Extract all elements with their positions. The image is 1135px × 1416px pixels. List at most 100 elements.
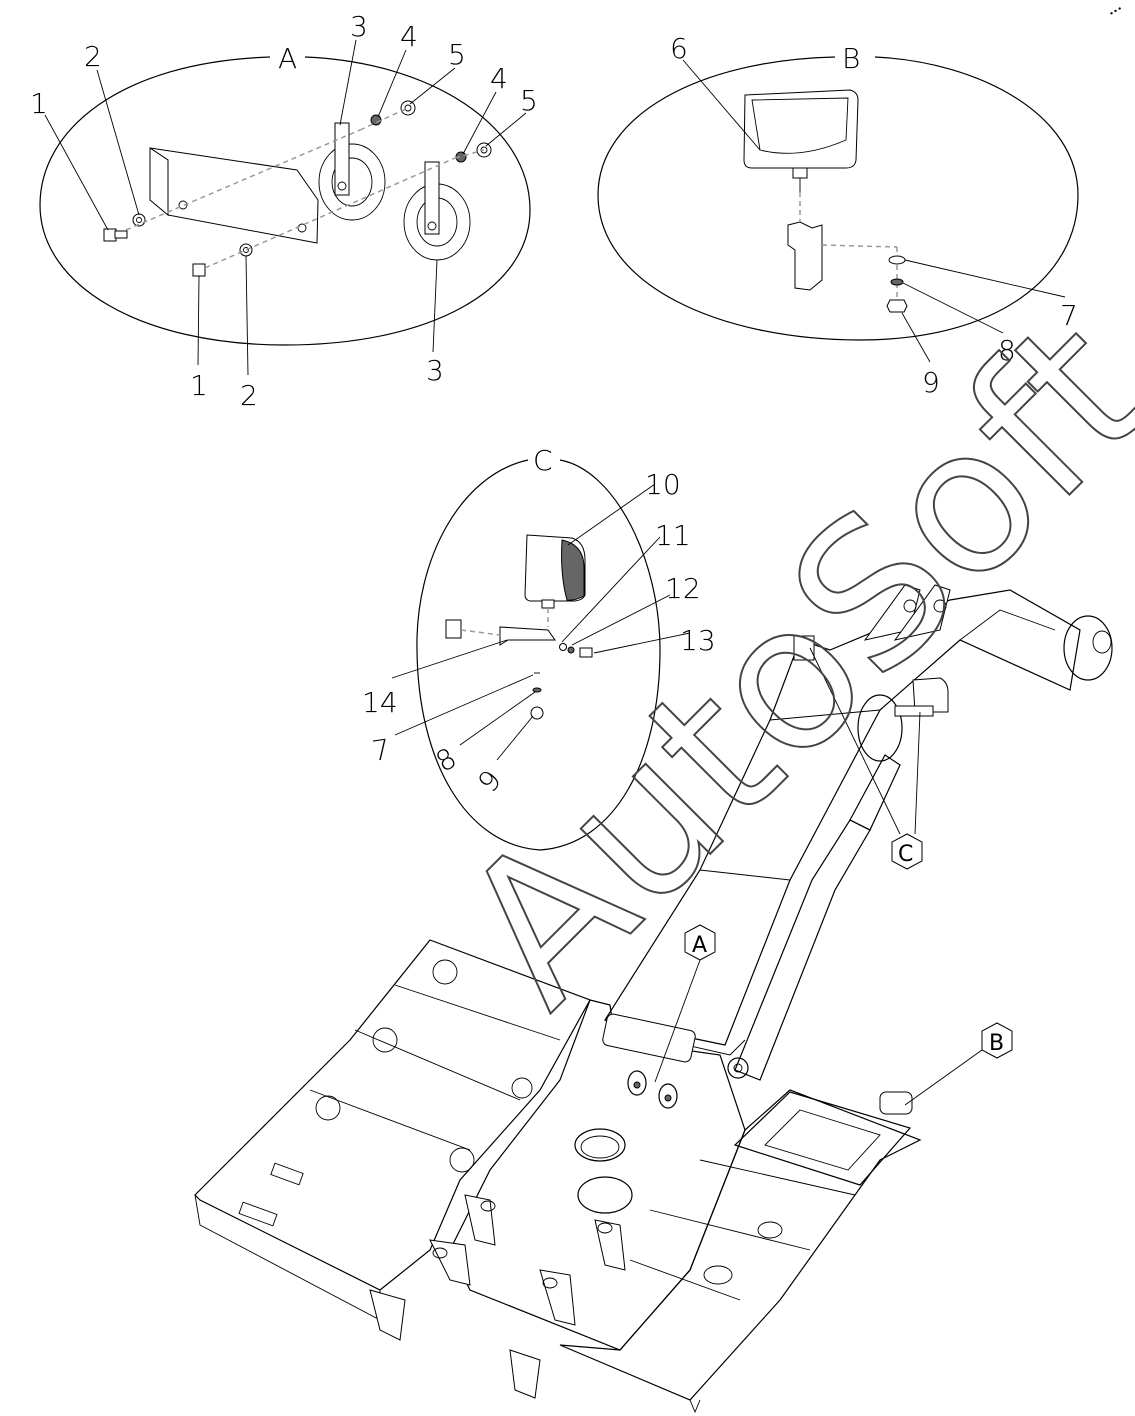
label-11: 11 xyxy=(655,519,691,552)
leader-line xyxy=(394,674,534,736)
horn-bracket xyxy=(334,122,350,196)
leader-line xyxy=(409,67,456,105)
callout-c-letter: C xyxy=(898,842,913,867)
chassis-horn xyxy=(627,1070,647,1096)
washer xyxy=(559,643,567,651)
deck-hole xyxy=(432,959,458,985)
cylinder-rod xyxy=(849,754,901,831)
callout-a-letter: A xyxy=(692,933,707,958)
deck-hole xyxy=(449,1147,475,1173)
boom-edge xyxy=(699,869,791,881)
detail-b: B 6 7 8 9 xyxy=(597,32,1079,399)
track-leg xyxy=(429,1239,471,1286)
horn-bracket xyxy=(424,161,440,235)
boom xyxy=(604,589,1081,1046)
left-deck xyxy=(194,939,591,1291)
nut xyxy=(530,706,544,720)
deck-hole xyxy=(757,1221,783,1239)
assembly-line xyxy=(460,629,501,636)
leg-pin-hole xyxy=(432,1247,448,1259)
label-5: 5 xyxy=(520,84,538,117)
detail-c-letter: C xyxy=(533,444,553,477)
leader-line xyxy=(96,69,140,216)
leg-pin-hole xyxy=(480,1200,496,1212)
cylinder-pin xyxy=(727,1057,749,1079)
label-13: 13 xyxy=(680,624,716,657)
leader-line xyxy=(904,259,1066,298)
detail-b-ellipse xyxy=(597,56,1079,341)
leader-line xyxy=(245,255,249,376)
nut xyxy=(404,104,412,112)
leader-line xyxy=(432,259,438,353)
deck-rail xyxy=(649,1209,811,1251)
label-14: 14 xyxy=(362,686,398,719)
lamp-bracket xyxy=(787,221,823,291)
washer xyxy=(136,217,142,223)
work-lamp-stem xyxy=(541,599,555,609)
boom-pivot xyxy=(1063,615,1113,681)
assembly-line xyxy=(125,129,361,231)
label-1: 1 xyxy=(190,369,208,402)
leader-line xyxy=(485,112,527,147)
deck-rail xyxy=(699,1159,856,1196)
label-8: 8 xyxy=(430,741,462,778)
deck-rail xyxy=(629,1259,741,1301)
horn-bracket-hole xyxy=(337,181,347,191)
left-deck-rib xyxy=(354,1029,521,1101)
detail-c-ellipse xyxy=(416,459,661,851)
callout-c: C xyxy=(809,647,923,870)
deck-slot xyxy=(238,1201,278,1227)
leader-line xyxy=(567,483,656,546)
boom-lug-hole xyxy=(903,599,917,613)
lock-washer xyxy=(532,687,542,693)
label-9: 9 xyxy=(471,764,508,799)
label-12: 12 xyxy=(665,572,701,605)
left-deck-edge xyxy=(194,1194,381,1321)
leader-line xyxy=(571,594,671,646)
washer xyxy=(243,247,249,253)
label-7: 7 xyxy=(1060,299,1078,332)
assembly-line xyxy=(359,107,409,131)
work-lamp-lens xyxy=(561,539,585,601)
leader-line xyxy=(44,114,109,231)
label-2: 2 xyxy=(240,379,258,412)
leg-pin-hole xyxy=(597,1222,613,1234)
chassis-horn xyxy=(658,1083,678,1109)
work-lamp-stem xyxy=(792,167,808,179)
center-hole xyxy=(577,1176,633,1214)
battery-box xyxy=(733,1091,912,1186)
swing-bearing-hole xyxy=(574,1128,626,1162)
leader-line xyxy=(902,282,1004,334)
corner-mark: ••• xyxy=(1107,4,1124,19)
leader-line xyxy=(391,639,508,679)
callout-b-letter: B xyxy=(989,1031,1004,1056)
label-8: 8 xyxy=(998,334,1016,367)
leg-pin-hole xyxy=(542,1277,558,1289)
detail-c: C 10 11 12 13 14 7 8 9 xyxy=(362,444,716,851)
label-2: 2 xyxy=(84,40,102,73)
detail-a-letter: A xyxy=(278,42,297,75)
boom-lamp-bracket xyxy=(894,705,934,717)
deck-slot xyxy=(270,1162,304,1186)
plate-hole xyxy=(297,223,307,233)
callout-b-badge xyxy=(981,1022,1013,1059)
work-lamp xyxy=(743,89,859,169)
lock-washer xyxy=(890,278,904,286)
track-leg xyxy=(464,1194,496,1246)
track-leg xyxy=(509,1349,541,1399)
chassis-horn-center xyxy=(633,1081,641,1089)
callout-a: A xyxy=(654,924,716,1083)
label-7: 7 xyxy=(370,733,392,768)
nut xyxy=(480,146,488,154)
left-deck-rib xyxy=(394,984,561,1041)
plate-hole xyxy=(178,200,188,210)
center-chassis xyxy=(449,999,746,1351)
horn-disc-inner xyxy=(331,157,373,207)
work-lamp-lens xyxy=(751,97,849,154)
bolt xyxy=(192,263,206,277)
leader-line xyxy=(901,312,931,363)
boom-edge xyxy=(959,609,1056,641)
bolt xyxy=(579,647,593,658)
leader-line xyxy=(462,91,497,155)
deck-hole xyxy=(315,1095,341,1121)
